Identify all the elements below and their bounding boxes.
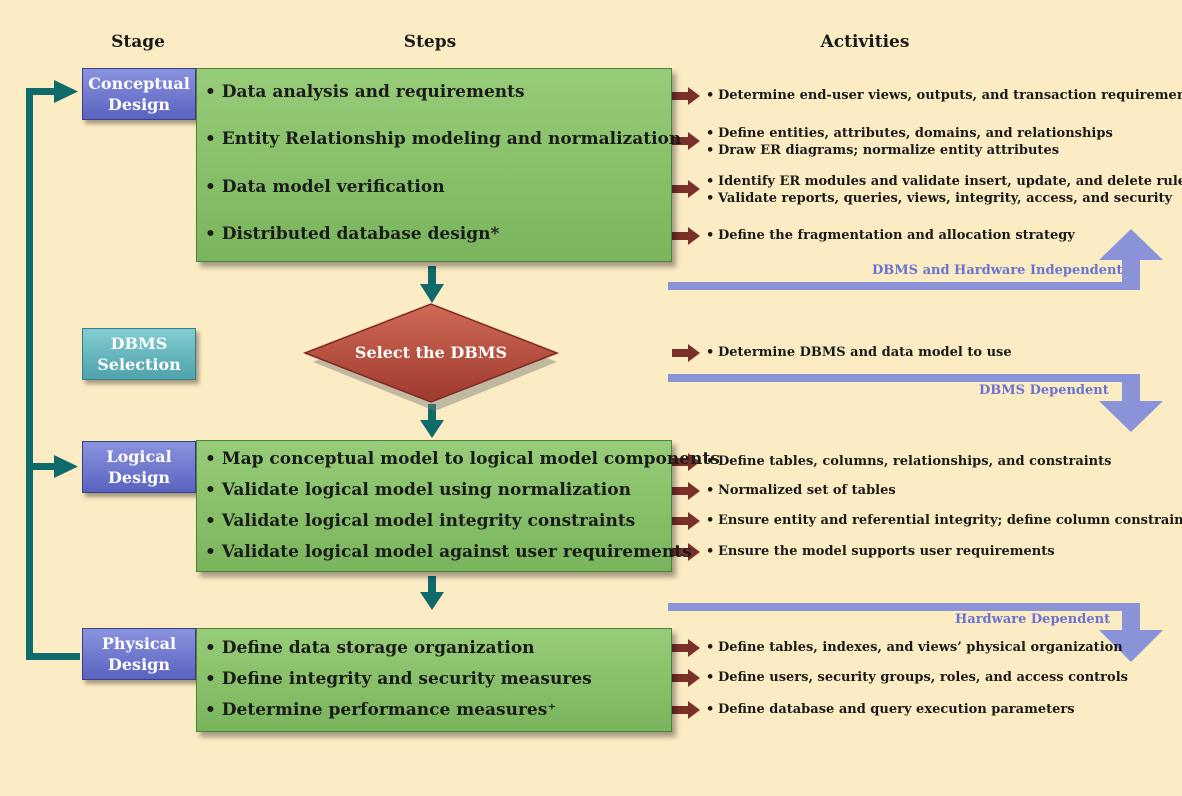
activity-text: Normalized set of tables: [718, 483, 896, 498]
physical-step: • Define integrity and security measures: [205, 669, 592, 689]
activity-arrows: [672, 87, 700, 719]
activity-text: Define users, security groups, roles, an…: [718, 670, 1128, 685]
bullet: •: [706, 544, 715, 559]
logical-step: • Validate logical model against user re…: [205, 542, 692, 562]
bullet: •: [706, 483, 715, 498]
activity-item: •Define entities, attributes, domains, a…: [706, 126, 1113, 142]
activities-header: Activities: [820, 32, 910, 52]
band-dbms-dependent-label: DBMS Dependent: [979, 383, 1109, 398]
activity-item: •Define database and query execution par…: [706, 702, 1075, 718]
conceptual-step: • Entity Relationship modeling and norma…: [205, 129, 682, 149]
activity-text: Define tables, columns, relationships, a…: [718, 454, 1112, 469]
activity-text: Define database and query execution para…: [718, 702, 1075, 717]
bullet: •: [706, 191, 715, 206]
bullet: •: [706, 670, 715, 685]
bullet: •: [706, 126, 715, 141]
activity-item: •Normalized set of tables: [706, 483, 896, 499]
feedback-loop: [26, 80, 80, 660]
activity-text: Define tables, indexes, and views’ physi…: [718, 640, 1123, 655]
bullet: •: [706, 88, 715, 103]
physical-step: • Determine performance measures⁺: [205, 700, 557, 720]
activity-text: Determine end-user views, outputs, and t…: [718, 88, 1182, 103]
bullet: •: [706, 513, 715, 528]
bullet: •: [706, 143, 715, 158]
bullet: •: [706, 640, 715, 655]
activity-item: •Ensure entity and referential integrity…: [706, 513, 1182, 529]
band-hardware-dependent-label: Hardware Dependent: [955, 612, 1111, 627]
activity-text: Ensure entity and referential integrity;…: [718, 513, 1182, 528]
down-arrows: [420, 266, 444, 610]
bullet: •: [706, 345, 715, 360]
select-dbms-label: Select the DBMS: [354, 343, 508, 362]
logical-step: • Validate logical model using normaliza…: [205, 480, 631, 500]
conceptual-step: • Distributed database design*: [205, 224, 500, 244]
band-independent-label: DBMS and Hardware Independent: [872, 263, 1123, 278]
activity-text: Validate reports, queries, views, integr…: [718, 191, 1173, 206]
bullet: •: [706, 228, 715, 243]
physical-steps-box: • Define data storage organization • Def…: [196, 628, 672, 732]
conceptual-step: • Data model verification: [205, 177, 445, 197]
activity-item: •Identify ER modules and validate insert…: [706, 174, 1182, 190]
activity-item: •Define users, security groups, roles, a…: [706, 670, 1128, 686]
activity-item: •Define tables, indexes, and views’ phys…: [706, 640, 1123, 656]
activity-item: •Define the fragmentation and allocation…: [706, 228, 1075, 244]
bullet: •: [706, 702, 715, 717]
select-dbms-diamond: [302, 303, 560, 411]
activity-item: •Validate reports, queries, views, integ…: [706, 191, 1173, 207]
activity-text: Identify ER modules and validate insert,…: [718, 174, 1182, 189]
logical-steps-box: • Map conceptual model to logical model …: [196, 440, 720, 572]
stage-header: Stage: [111, 32, 165, 52]
activity-item: •Define tables, columns, relationships, …: [706, 454, 1112, 470]
activity-text: Determine DBMS and data model to use: [718, 345, 1012, 360]
band-independent-arrow: [668, 229, 1163, 290]
activity-text: Define the fragmentation and allocation …: [718, 228, 1075, 243]
activity-text: Ensure the model supports user requireme…: [718, 544, 1055, 559]
bullet: •: [706, 454, 715, 469]
activity-item: •Determine DBMS and data model to use: [706, 345, 1012, 361]
logical-step: • Map conceptual model to logical model …: [205, 449, 720, 469]
band-dbms-dependent-arrow: [668, 374, 1163, 432]
conceptual-steps-box: • Data analysis and requirements • Entit…: [196, 68, 681, 262]
conceptual-step: • Data analysis and requirements: [205, 82, 525, 102]
activity-item: •Ensure the model supports user requirem…: [706, 544, 1055, 560]
steps-header: Steps: [403, 32, 457, 52]
activity-item: •Determine end-user views, outputs, and …: [706, 88, 1182, 104]
activity-text: Draw ER diagrams; normalize entity attri…: [718, 143, 1060, 158]
band-hardware-dependent-arrow: [668, 603, 1163, 662]
activity-item: •Draw ER diagrams; normalize entity attr…: [706, 143, 1060, 159]
bullet: •: [706, 174, 715, 189]
activity-text: Define entities, attributes, domains, an…: [718, 126, 1113, 141]
logical-step: • Validate logical model integrity const…: [205, 511, 636, 531]
physical-step: • Define data storage organization: [205, 638, 535, 658]
